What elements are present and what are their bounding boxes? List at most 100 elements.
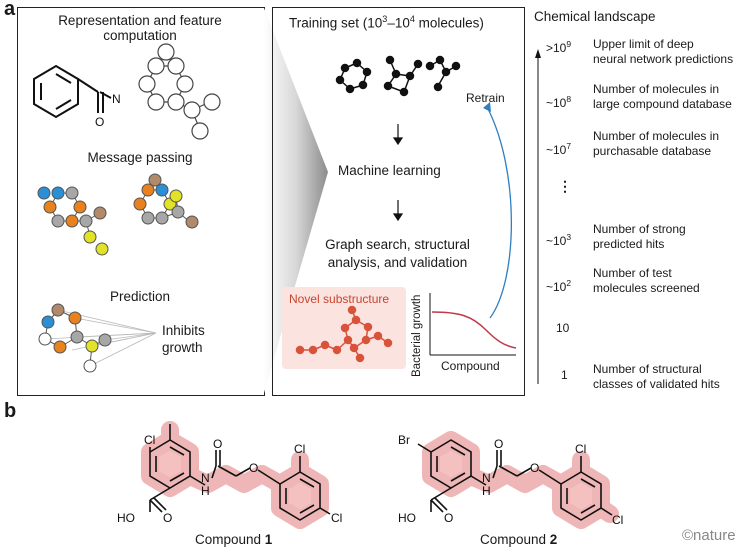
compound-2-carbonyl-o: O	[494, 437, 503, 451]
landscape-value-2-exp: 7	[566, 141, 572, 151]
inhibits-line2: growth	[162, 340, 203, 355]
compound-1-caption: Compound 1	[195, 532, 272, 547]
compound-1-top-halogen: Cl	[144, 433, 155, 447]
landscape-value-0-exp: 9	[566, 39, 572, 49]
novel-substructure-label: Novel substructure	[289, 292, 390, 306]
compound-1-h-atom: H	[201, 484, 210, 498]
compound-1-carbonyl-o: O	[213, 437, 222, 451]
compound-1-caption-number: 1	[264, 532, 273, 547]
landscape-value-2: ~107	[546, 139, 571, 158]
landscape-value-0: >109	[546, 37, 571, 56]
compound-2-ether-o: O	[530, 461, 539, 475]
message-passing-label: Message passing	[87, 150, 193, 165]
training-set-prefix: Training set (10	[289, 15, 383, 31]
landscape-desc-7-line2: classes of validated hits	[593, 377, 720, 391]
landscape-desc-4-line2: predicted hits	[593, 237, 665, 251]
landscape-desc-1-line2: large compound database	[593, 97, 732, 111]
compound-2-caption-prefix: Compound	[480, 532, 550, 547]
representation-title: Representation and feature computation	[17, 13, 263, 43]
compound-2-caption-number: 2	[549, 532, 558, 547]
training-set-label: Training set (103–104 molecules)	[289, 14, 484, 31]
landscape-value-5: ~102	[546, 276, 571, 295]
landscape-value-4-exp: 3	[566, 232, 572, 242]
landscape-desc-0-line1: Upper limit of deep	[593, 37, 694, 51]
compound-1-acid-o: O	[163, 511, 172, 525]
compound-2-ho: HO	[398, 511, 416, 525]
message-passing-graph-1	[37, 186, 109, 256]
compound-1-n-atom: N	[201, 471, 210, 485]
landscape-desc-0-line2: neural network predictions	[593, 52, 734, 66]
landscape-value-1-exp: 8	[566, 94, 572, 104]
training-molecules	[335, 55, 461, 97]
nature-credit: ©nature	[682, 527, 736, 544]
landscape-desc-5-line2: molecules screened	[593, 281, 700, 295]
landscape-desc-4-line1: Number of strong	[593, 222, 686, 236]
graph-search-line1: Graph search, structural	[325, 237, 470, 252]
prediction-label: Prediction	[109, 289, 171, 304]
compound-2-acid-o: O	[444, 511, 453, 525]
graph-search-label: Graph search, structural analysis, and v…	[272, 236, 523, 272]
growth-curve-plot	[429, 293, 517, 356]
landscape-desc-2-line1: Number of molecules in	[593, 129, 720, 143]
amide-n-atom: N	[112, 92, 121, 106]
compound-2-caption: Compound 2	[480, 532, 557, 547]
prediction-graph	[38, 303, 157, 373]
panel-a-label: a	[4, 0, 16, 20]
middle-panel	[272, 7, 525, 396]
landscape-value-6: 10	[556, 321, 570, 335]
novel-substructure-molecule	[295, 305, 393, 363]
compound-2-top-halogen: Br	[398, 433, 410, 447]
training-set-exp1: 3	[382, 14, 388, 24]
training-set-exp2: 4	[409, 14, 415, 24]
landscape-value-1-base: ~10	[546, 96, 567, 110]
landscape-title: Chemical landscape	[534, 9, 656, 24]
training-set-suffix: molecules)	[414, 15, 484, 31]
landscape-desc-1-line1: Number of molecules in	[593, 82, 720, 96]
compound-2-structure	[417, 431, 619, 529]
landscape-ellipsis: ⋮	[558, 178, 572, 194]
compound-2-h-atom: H	[482, 484, 491, 498]
representation-title-line2: computation	[103, 28, 177, 43]
compound-1-ortho-cl: Cl	[294, 442, 305, 456]
compound-1-caption-prefix: Compound	[195, 532, 265, 547]
landscape-value-2-base: ~10	[546, 143, 567, 157]
landscape-desc-5-line1: Number of test	[593, 266, 672, 280]
message-passing-graph-2	[133, 173, 199, 229]
machine-learning-label: Machine learning	[338, 163, 441, 178]
landscape-arrow	[535, 49, 541, 384]
compound-axis-label: Compound	[441, 359, 500, 373]
down-arrows	[392, 124, 404, 222]
landscape-desc-7-line1: Number of structural	[593, 362, 702, 376]
training-set-mid: –10	[387, 15, 410, 31]
panel-b-label: b	[4, 400, 17, 422]
compound-1-ether-o: O	[249, 461, 258, 475]
compound-2-n-atom: N	[482, 471, 491, 485]
retrain-arrow	[483, 102, 513, 319]
inhibits-growth-label: Inhibits growth	[162, 322, 205, 356]
landscape-value-4-base: ~10	[546, 234, 567, 248]
compound-1-para-cl: Cl	[331, 511, 342, 525]
graph-search-line2: analysis, and validation	[327, 255, 468, 270]
amide-o-atom: O	[95, 115, 104, 129]
benzamide-structure	[33, 64, 112, 119]
landscape-value-5-exp: 2	[566, 278, 572, 288]
landscape-value-4: ~103	[546, 230, 571, 249]
retrain-label: Retrain	[466, 91, 505, 105]
molecular-graph	[138, 43, 221, 140]
landscape-value-5-base: ~10	[546, 280, 567, 294]
compound-2-para-cl: Cl	[612, 513, 623, 527]
compound-1-ho: HO	[117, 511, 135, 525]
representation-title-line1: Representation and feature	[58, 13, 222, 28]
landscape-desc-2-line2: purchasable database	[593, 144, 712, 158]
landscape-value-1: ~108	[546, 92, 571, 111]
compound-1-structure	[141, 421, 331, 529]
inhibits-line1: Inhibits	[162, 323, 205, 338]
